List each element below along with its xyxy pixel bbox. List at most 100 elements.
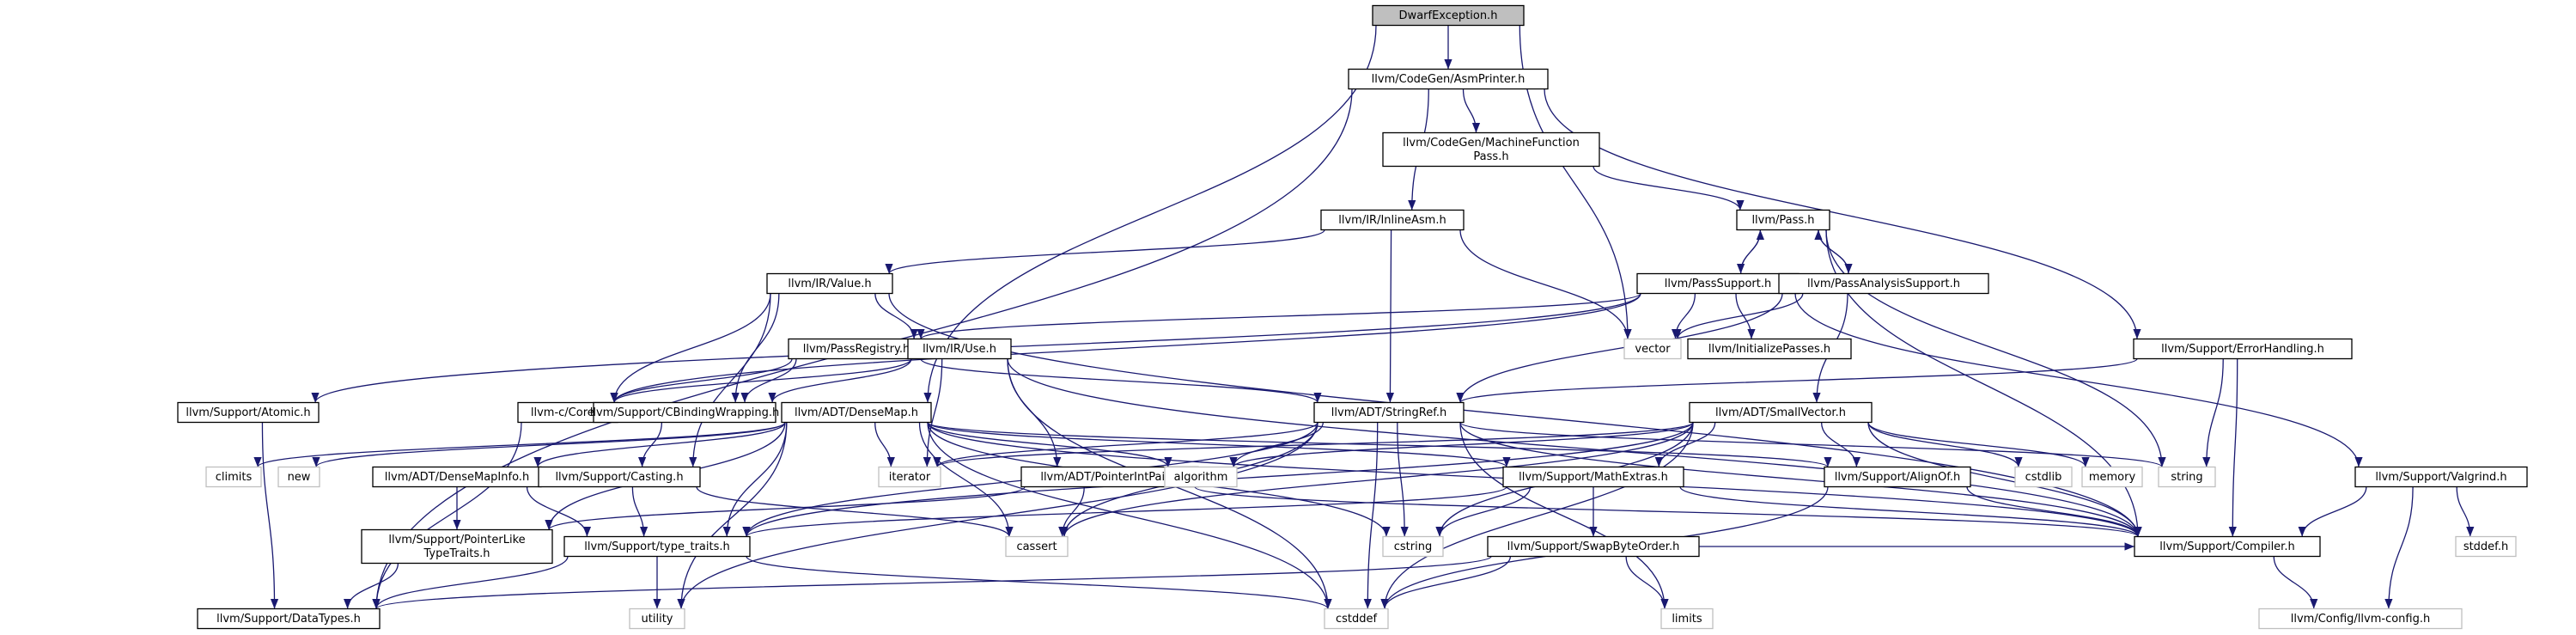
- graph-node-limits[interactable]: limits: [1660, 608, 1714, 630]
- node-label: llvm/InitializePasses.h: [1708, 343, 1830, 356]
- graph-node-dwarf[interactable]: DwarfException.h: [1372, 4, 1525, 27]
- node-box: [563, 535, 751, 558]
- graph-edge-densemap-to-densemapinfo: [533, 422, 786, 467]
- node-box: [1660, 608, 1714, 630]
- graph-node-densemap[interactable]: llvm/ADT/DenseMap.h: [781, 401, 932, 424]
- node-box: [1313, 401, 1465, 424]
- graph-node-pointerintpair[interactable]: llvm/ADT/PointerIntPair.h: [1020, 466, 1199, 488]
- graph-edge-passanalysis-to-stringref: [1456, 293, 1783, 403]
- graph-node-compiler[interactable]: llvm/Support/Compiler.h: [2134, 535, 2321, 558]
- node-label: climits: [216, 471, 253, 484]
- graph-node-passregistry[interactable]: llvm/PassRegistry.h: [788, 338, 925, 360]
- graph-node-algorithm[interactable]: algorithm: [1164, 466, 1238, 488]
- node-label: new: [288, 471, 311, 484]
- graph-node-cstdlib[interactable]: cstdlib: [2014, 466, 2073, 488]
- node-label: string: [2171, 471, 2202, 484]
- graph-node-inlineasm[interactable]: llvm/IR/InlineAsm.h: [1320, 209, 1465, 231]
- node-box: [1824, 466, 1971, 488]
- graph-edge-errorhandling-to-stringref: [1456, 357, 2138, 404]
- graph-node-typetraits[interactable]: llvm/Support/type_traits.h: [563, 535, 751, 558]
- node-label: llvm/CodeGen/AsmPrinter.h: [1372, 73, 1526, 86]
- node-label: llvm/ADT/PointerIntPair.h: [1040, 471, 1178, 484]
- graph-node-iterator[interactable]: iterator: [878, 466, 941, 488]
- graph-node-cassert[interactable]: cassert: [1005, 535, 1069, 558]
- node-label: llvm/CodeGen/MachineFunction: [1403, 137, 1580, 150]
- graph-node-pass[interactable]: llvm/Pass.h: [1736, 209, 1830, 231]
- graph-node-atomic[interactable]: llvm/Support/Atomic.h: [177, 401, 320, 424]
- graph-node-smallvector[interactable]: llvm/ADT/SmallVector.h: [1689, 401, 1873, 424]
- node-label: llvm/Support/type_traits.h: [584, 540, 730, 553]
- graph-edge-mathextras-to-typetraits: [742, 485, 1507, 538]
- node-box: [2134, 535, 2321, 558]
- graph-node-casting[interactable]: llvm/Support/Casting.h: [538, 466, 701, 488]
- node-box: [1502, 466, 1684, 488]
- graph-edge-swapbyteorder-to-limits: [1625, 556, 1669, 609]
- graph-node-asmprinter[interactable]: llvm/CodeGen/AsmPrinter.h: [1348, 68, 1549, 90]
- node-label: llvm/Support/Compiler.h: [2159, 540, 2294, 553]
- node-label: llvm/Support/PointerLike: [388, 534, 525, 546]
- graph-node-mathextras[interactable]: llvm/Support/MathExtras.h: [1502, 466, 1684, 488]
- graph-edge-stringref-to-iterator: [933, 422, 1318, 467]
- graph-edge-valgrind-to-compiler: [2298, 486, 2367, 537]
- node-box: [629, 608, 685, 630]
- graph-node-passanalysis[interactable]: llvm/PassAnalysisSupport.h: [1778, 272, 1989, 295]
- graph-edge-smallvector-to-mathextras: [1654, 422, 1716, 467]
- graph-node-datatypes[interactable]: llvm/Support/DataTypes.h: [197, 608, 381, 630]
- node-label: iterator: [889, 471, 931, 484]
- node-label: cassert: [1016, 540, 1057, 553]
- node-box: [1320, 209, 1465, 231]
- graph-edge-inlineasm-to-vector: [1459, 229, 1632, 339]
- node-label: llvm/Support/ErrorHandling.h: [2161, 343, 2324, 356]
- graph-node-value[interactable]: llvm/IR/Value.h: [766, 272, 893, 295]
- graph-edge-valgrind-to-llvmconfig: [2384, 486, 2414, 609]
- node-label: llvm/Config/llvm-config.h: [2291, 613, 2430, 626]
- node-box: [2014, 466, 2073, 488]
- graph-edge-passregistry-to-cbinding: [740, 358, 797, 403]
- graph-node-llvmconfig[interactable]: llvm/Config/llvm-config.h: [2258, 608, 2463, 630]
- graph-node-climits[interactable]: climits: [205, 466, 262, 488]
- graph-node-cstddef[interactable]: cstddef: [1324, 608, 1389, 630]
- graph-edge-use-to-compiler: [1007, 358, 2142, 537]
- graph-node-errorhandling[interactable]: llvm/Support/ErrorHandling.h: [2133, 338, 2353, 360]
- node-box: [878, 466, 941, 488]
- graph-node-core[interactable]: llvm-c/Core.h: [517, 401, 618, 424]
- graph-node-vector[interactable]: vector: [1623, 338, 1682, 360]
- graph-edge-smallvector-to-cassert: [1060, 422, 1694, 537]
- graph-node-use[interactable]: llvm/IR/Use.h: [907, 338, 1012, 360]
- graph-edge-passsupport-to-vector: [1671, 293, 1696, 339]
- graph-edge-pass-to-string: [1825, 229, 2166, 467]
- graph-edge-densemap-to-mathextras: [927, 421, 1511, 468]
- node-label: llvm/PassAnalysisSupport.h: [1807, 278, 1960, 290]
- node-label: llvm/Support/Casting.h: [555, 471, 683, 484]
- graph-edge-typetraits-to-datatypes: [372, 556, 569, 609]
- graph-edge-use-to-cbinding: [768, 358, 912, 403]
- node-label: llvm/Support/Atomic.h: [186, 406, 310, 419]
- graph-node-new[interactable]: new: [277, 466, 320, 488]
- graph-node-passsupport[interactable]: llvm/PassSupport.h: [1636, 272, 1800, 295]
- graph-node-initpasses[interactable]: llvm/InitializePasses.h: [1687, 338, 1852, 360]
- graph-node-stddef[interactable]: stddef.h: [2455, 535, 2517, 558]
- node-box: [1778, 272, 1989, 295]
- node-box: [2455, 535, 2517, 558]
- node-box: [1687, 338, 1852, 360]
- graph-node-densemapinfo[interactable]: llvm/ADT/DenseMapInfo.h: [372, 466, 542, 488]
- graph-node-cstring[interactable]: cstring: [1382, 535, 1444, 558]
- node-box: [766, 272, 893, 295]
- graph-node-swapbyteorder[interactable]: llvm/Support/SwapByteOrder.h: [1487, 535, 1700, 558]
- graph-node-utility[interactable]: utility: [629, 608, 685, 630]
- graph-edge-smallvector-to-cstdlib: [1867, 422, 2023, 467]
- graph-edge-atomic-to-datatypes: [261, 422, 279, 609]
- graph-node-cbinding[interactable]: llvm/Support/CBindingWrapping.h: [590, 401, 780, 424]
- node-label: llvm/IR/InlineAsm.h: [1338, 214, 1446, 227]
- graph-node-memory[interactable]: memory: [2081, 466, 2143, 488]
- graph-node-alignof[interactable]: llvm/Support/AlignOf.h: [1824, 466, 1971, 488]
- graph-node-valgrind[interactable]: llvm/Support/Valgrind.h: [2354, 466, 2528, 488]
- graph-node-string[interactable]: string: [2158, 466, 2216, 488]
- node-box: [1324, 608, 1389, 630]
- graph-edge-passsupport-to-initpasses: [1735, 293, 1756, 339]
- graph-node-stringref[interactable]: llvm/ADT/StringRef.h: [1313, 401, 1465, 424]
- node-box: [538, 466, 701, 488]
- node-label: cstddef: [1336, 613, 1378, 626]
